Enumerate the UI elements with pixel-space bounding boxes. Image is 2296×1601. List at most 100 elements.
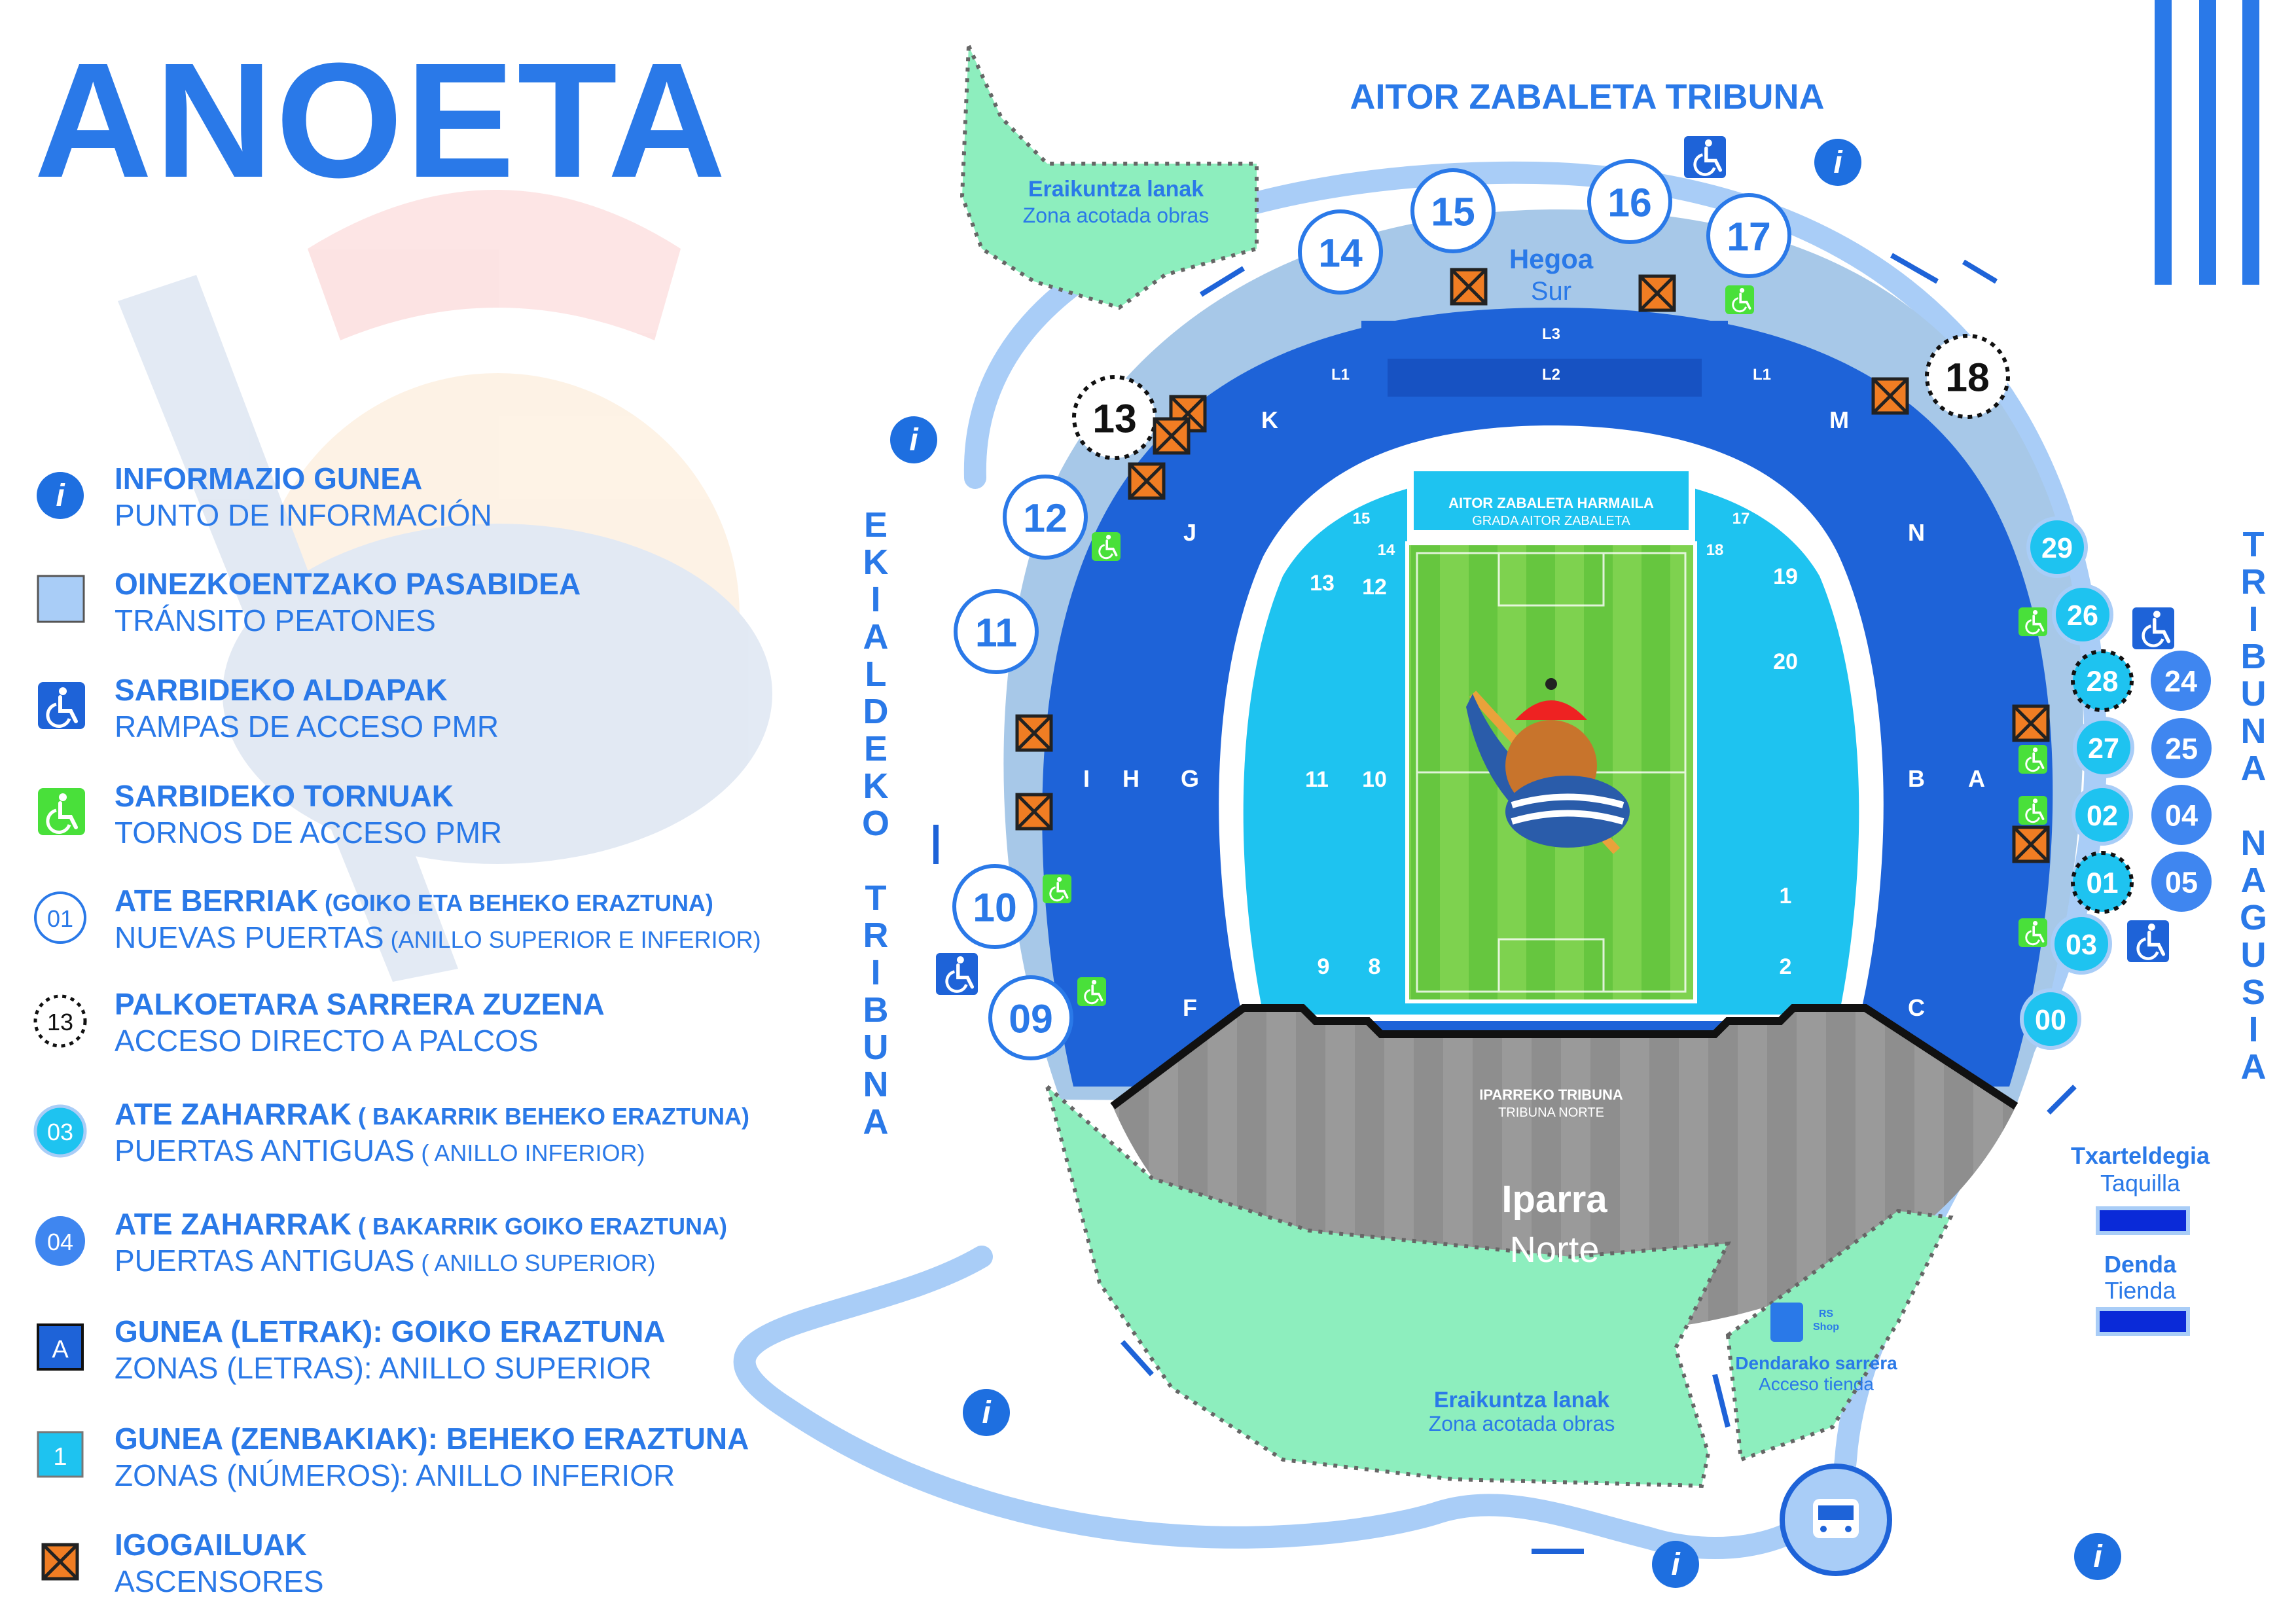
lower-zone-label: 11: [1305, 767, 1329, 792]
svg-text:A: A: [52, 1336, 69, 1363]
walkway-arrows: [933, 253, 2077, 1554]
gate-26[interactable]: 26: [2052, 584, 2113, 645]
upper-zone-label: I: [1083, 765, 1090, 792]
page-title: ANOETA: [34, 29, 728, 211]
elevator-icon: [1130, 464, 1164, 498]
ticket-office-es: Taquilla: [2100, 1170, 2181, 1196]
gate-25[interactable]: 25: [2151, 718, 2212, 778]
old-gate-lower-icon: 03: [33, 1104, 87, 1158]
shop-es: Tienda: [2105, 1277, 2177, 1304]
gate-11[interactable]: 11: [954, 589, 1039, 674]
info-icon[interactable]: [963, 1389, 1010, 1436]
info-icon[interactable]: [1652, 1541, 1699, 1588]
gate-02[interactable]: 02: [2072, 784, 2133, 846]
lower-zone-label: 2: [1780, 954, 1792, 979]
gate-01[interactable]: 01: [2071, 851, 2134, 914]
tribune-letter: K: [863, 543, 889, 582]
gate-27[interactable]: 27: [2073, 717, 2134, 778]
svg-text:28: 28: [2086, 666, 2118, 698]
north-stand-es: Norte: [1510, 1229, 1600, 1270]
svg-text:1: 1: [53, 1443, 67, 1471]
legend-title: SARBIDEKO ALDAPAK: [115, 673, 448, 707]
svg-text:29: 29: [2041, 533, 2073, 564]
gate-18[interactable]: 18: [1925, 334, 2010, 419]
legend-subtitle: PUERTAS ANTIGUAS ( ANILLO SUPERIOR): [115, 1244, 656, 1278]
legend-subtitle: PUERTAS ANTIGUAS ( ANILLO INFERIOR): [115, 1134, 645, 1168]
gate-24[interactable]: 24: [2151, 651, 2211, 711]
info-icon[interactable]: [2074, 1533, 2121, 1580]
gate-04[interactable]: 04: [2151, 785, 2212, 845]
gate-12[interactable]: 12: [1003, 475, 1088, 560]
tribune-letter: B: [2241, 637, 2267, 676]
svg-text:09: 09: [1009, 996, 1053, 1041]
gate-10[interactable]: 10: [952, 864, 1037, 949]
gate-14[interactable]: 14: [1298, 209, 1383, 295]
ticket-office-eu: Txarteldegia: [2071, 1142, 2210, 1169]
upper-zone-label: C: [1908, 994, 1925, 1021]
legend-title: PALKOETARA SARRERA ZUZENA: [115, 987, 605, 1021]
lower-zone-label: 16: [1543, 443, 1560, 461]
gate-28[interactable]: 28: [2071, 649, 2134, 712]
construction-zone-north: [1043, 1081, 1732, 1488]
legend-subtitle: RAMPAS DE ACCESO PMR: [115, 710, 499, 744]
gate-00[interactable]: 00: [2020, 988, 2081, 1050]
upper-zone-label: J: [1183, 519, 1196, 546]
legend-subtitle: ZONAS (NÚMEROS): ANILLO INFERIOR: [115, 1458, 675, 1492]
gate-09[interactable]: 09: [988, 975, 1073, 1060]
svg-text:14: 14: [1318, 230, 1363, 275]
lower-zone-label: 9: [1318, 954, 1330, 979]
gate-15[interactable]: 15: [1410, 168, 1496, 253]
lower-zone-label: 17: [1732, 510, 1750, 528]
legend-title: OINEZKOENTZAKO PASABIDEA: [115, 567, 581, 601]
wheelchair-icon: [936, 953, 978, 995]
north-tribune-eu: IPARREKO TRIBUNA: [1479, 1087, 1623, 1103]
svg-text:00: 00: [2035, 1005, 2066, 1036]
tribune-letter: A: [2241, 1047, 2267, 1087]
svg-text:18: 18: [1945, 355, 1990, 399]
south-grada-es: GRADA AITOR ZABALETA: [1472, 514, 1630, 528]
brand-bars: [2155, 0, 2259, 285]
gate-13[interactable]: 13: [1072, 375, 1157, 460]
gate-05[interactable]: 05: [2151, 852, 2212, 912]
legend-subtitle: TRÁNSITO PEATONES: [115, 603, 436, 638]
svg-text:03: 03: [47, 1119, 73, 1145]
elevator-icon: [1873, 379, 1907, 413]
pmr-turnstile-icon: [1092, 532, 1121, 561]
upper-zone-label: G: [1181, 765, 1199, 792]
lower-zone-label: 14: [1378, 541, 1395, 559]
elevator-icon: [1640, 276, 1674, 310]
crest-watermark: [118, 190, 772, 982]
gate-16[interactable]: 16: [1587, 159, 1672, 244]
south-grada-eu: AITOR ZABALETA HARMAILA: [1448, 495, 1654, 511]
tribune-letter: U: [2241, 674, 2267, 713]
tribune-letter: I: [2248, 1010, 2258, 1049]
legend-subtitle: ZONAS (LETRAS): ANILLO SUPERIOR: [115, 1351, 652, 1385]
info-icon[interactable]: [1814, 139, 1861, 186]
legend-subtitle: ACCESO DIRECTO A PALCOS: [115, 1024, 539, 1058]
gate-29[interactable]: 29: [2026, 516, 2088, 578]
gate-03[interactable]: 03: [2051, 913, 2112, 975]
gate-17[interactable]: 17: [1706, 193, 1791, 278]
wheelchair-icon: [2127, 920, 2169, 962]
tribune-letter: E: [864, 505, 888, 545]
north-stand-eu: Iparra: [1501, 1178, 1607, 1221]
tribune-letter: K: [863, 766, 889, 806]
legend-title: IGOGAILUAK: [115, 1528, 307, 1562]
legend-title: ATE BERRIAK (GOIKO ETA BEHEKO ERAZTUNA): [115, 884, 713, 918]
tribune-letter: G: [2240, 898, 2267, 937]
tribune-letter: T: [2243, 525, 2265, 564]
wheelchair-icon: [1684, 136, 1726, 178]
metro-station-icon[interactable]: [1780, 1464, 1892, 1576]
new-gate-icon: 01: [34, 891, 86, 944]
south-tribune-label: AITOR ZABALETA TRIBUNA: [1350, 77, 1825, 117]
tribune-letter: L: [865, 655, 887, 694]
info-icon[interactable]: [890, 416, 937, 463]
